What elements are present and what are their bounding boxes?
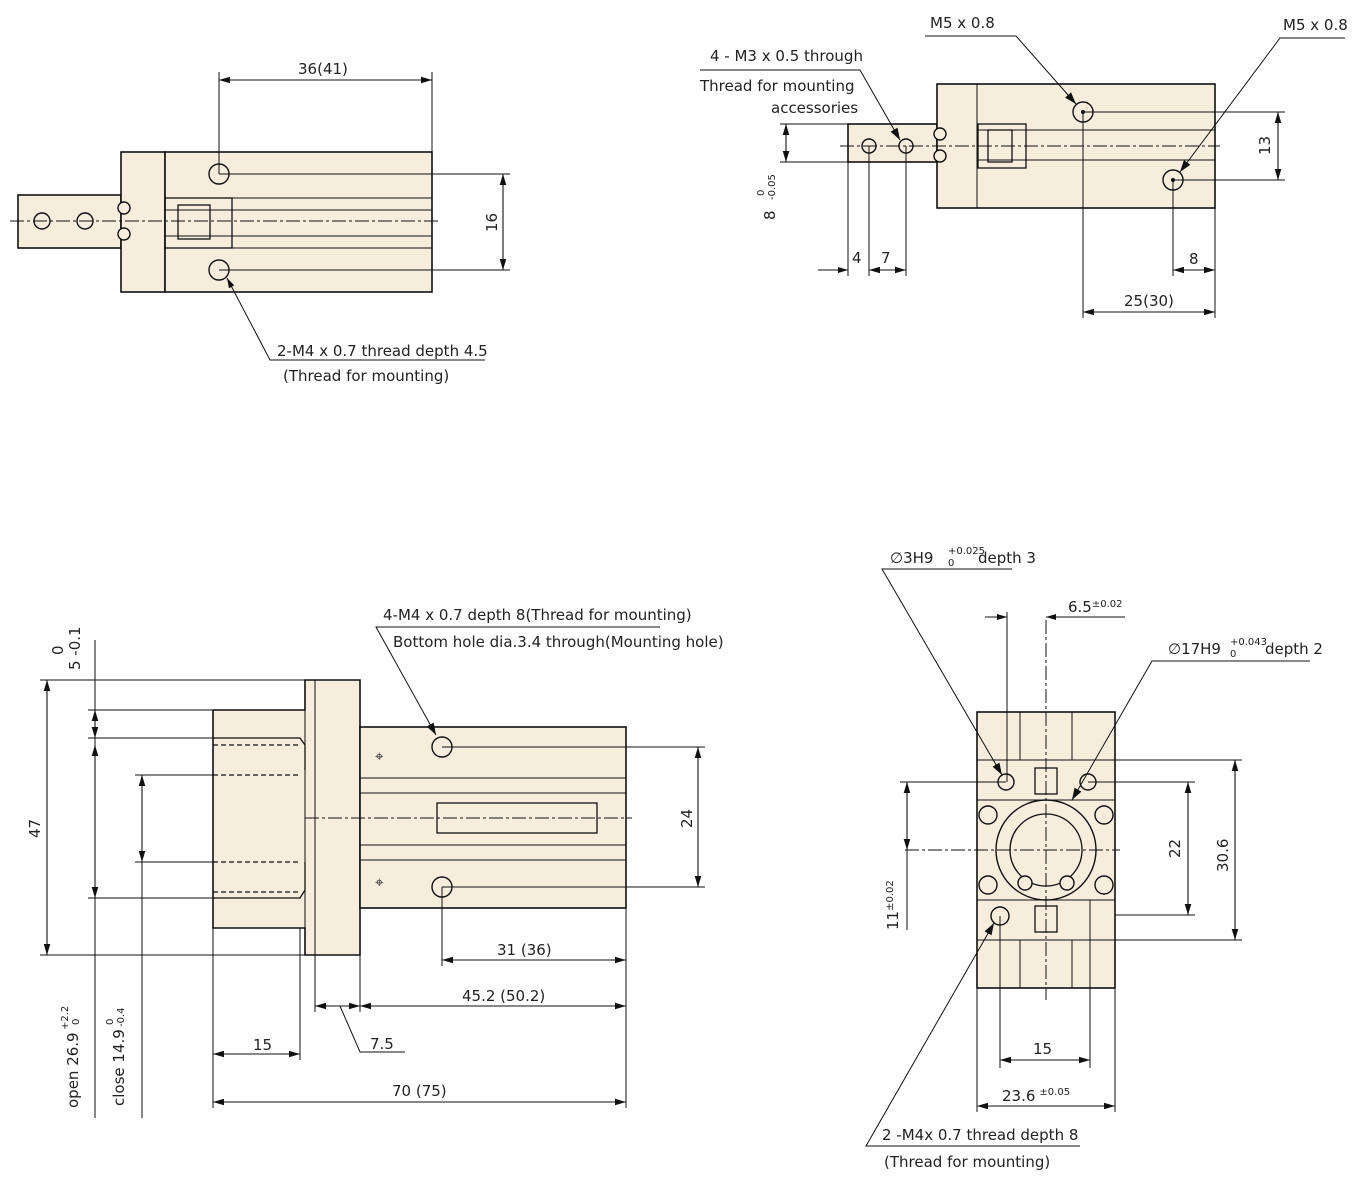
note-mounting-thread-sub: (Thread for mounting) — [283, 367, 449, 385]
dim-7-5: 7.5 — [370, 1035, 394, 1053]
dim-8: 8 — [1189, 250, 1199, 268]
note-m4-thread: 2 -M4x 0.7 thread depth 8 — [882, 1126, 1078, 1144]
note-pin-hole: ∅3H9 — [890, 549, 933, 567]
top-view-right: M5 x 0.8 M5 x 0.8 4 - M3 x 0.5 through T… — [699, 14, 1348, 318]
dim-width: 36(41) — [298, 60, 348, 78]
dim-5-upper: 0 — [49, 645, 67, 655]
dim-7: 7 — [881, 249, 891, 267]
dim-15-end: 15 — [1033, 1040, 1052, 1058]
dim-23-6: 23.6±0.05 — [1002, 1087, 1070, 1105]
crosshair-hole-icon: ⌖ — [375, 873, 384, 891]
dim-jaw-height: 8 — [761, 210, 779, 220]
tol-upper: 0 — [756, 190, 767, 196]
bore-tol-upper: +0.043 — [1230, 637, 1267, 648]
note-m5-a: M5 x 0.8 — [930, 14, 995, 32]
pin-tol-upper: +0.025 — [948, 546, 985, 557]
dim-15: 15 — [253, 1036, 272, 1054]
close-tol-lower: -0.4 — [116, 1007, 127, 1027]
dim-22: 22 — [1166, 839, 1184, 858]
pin-tol-lower: 0 — [948, 558, 954, 569]
dim-45-2: 45.2 (50.2) — [462, 987, 545, 1005]
close-dimension: close 14.9 — [110, 1029, 128, 1106]
crosshair-hole-icon: ⌖ — [375, 747, 384, 765]
pin-depth: depth 3 — [978, 549, 1036, 567]
dim-6-5: 6.5±0.02 — [1068, 598, 1123, 616]
dim-hole-pitch: 16 — [483, 213, 501, 232]
note-mounting-thread: 2-M4 x 0.7 thread depth 4.5 — [277, 342, 488, 360]
note-m3-line2: Thread for mounting — [699, 77, 855, 95]
close-tol-upper: 0 — [105, 1019, 116, 1025]
dim-70: 70 (75) — [392, 1082, 447, 1100]
note-m3-line3: accessories — [771, 99, 858, 117]
note-mounting-thread: 4-M4 x 0.7 depth 8(Thread for mounting) — [383, 606, 692, 624]
note-bore: ∅17H9 — [1168, 640, 1221, 658]
dim-31: 31 (36) — [497, 941, 552, 959]
top-view-left: 36(41) 16 2-M4 x 0.7 thread depth 4.5 (T… — [10, 60, 510, 385]
dim-30-6: 30.6 — [1214, 839, 1232, 872]
dim-4: 4 — [852, 249, 862, 267]
note-m5-b: M5 x 0.8 — [1283, 16, 1348, 34]
side-view: ⌖ ⌖ 4-M4 x 0.7 depth 8(Thread for mounti… — [26, 606, 724, 1118]
dim-24: 24 — [678, 809, 696, 828]
dim-11: 11±0.02 — [884, 880, 902, 930]
dim-5: 5 -0.1 — [66, 626, 84, 670]
open-dimension: open 26.9 — [64, 1032, 82, 1108]
tol-lower: -0.05 — [767, 174, 778, 200]
note-m3-line1: 4 - M3 x 0.5 through — [710, 47, 863, 65]
open-tol-upper: +2.2 — [60, 1006, 71, 1030]
end-view: ∅3H9 +0.025 0 depth 3 6.5±0.02 ∅17H9 +0.… — [865, 546, 1323, 1171]
dim-13: 13 — [1256, 136, 1274, 155]
note-m4-thread-sub: (Thread for mounting) — [884, 1153, 1050, 1171]
dim-47: 47 — [26, 819, 44, 838]
dim-25: 25(30) — [1124, 292, 1174, 310]
note-mounting-hole: Bottom hole dia.3.4 through(Mounting hol… — [393, 633, 724, 651]
bore-depth: depth 2 — [1265, 640, 1323, 658]
open-tol-lower: 0 — [71, 1019, 82, 1025]
bore-tol-lower: 0 — [1230, 649, 1236, 660]
